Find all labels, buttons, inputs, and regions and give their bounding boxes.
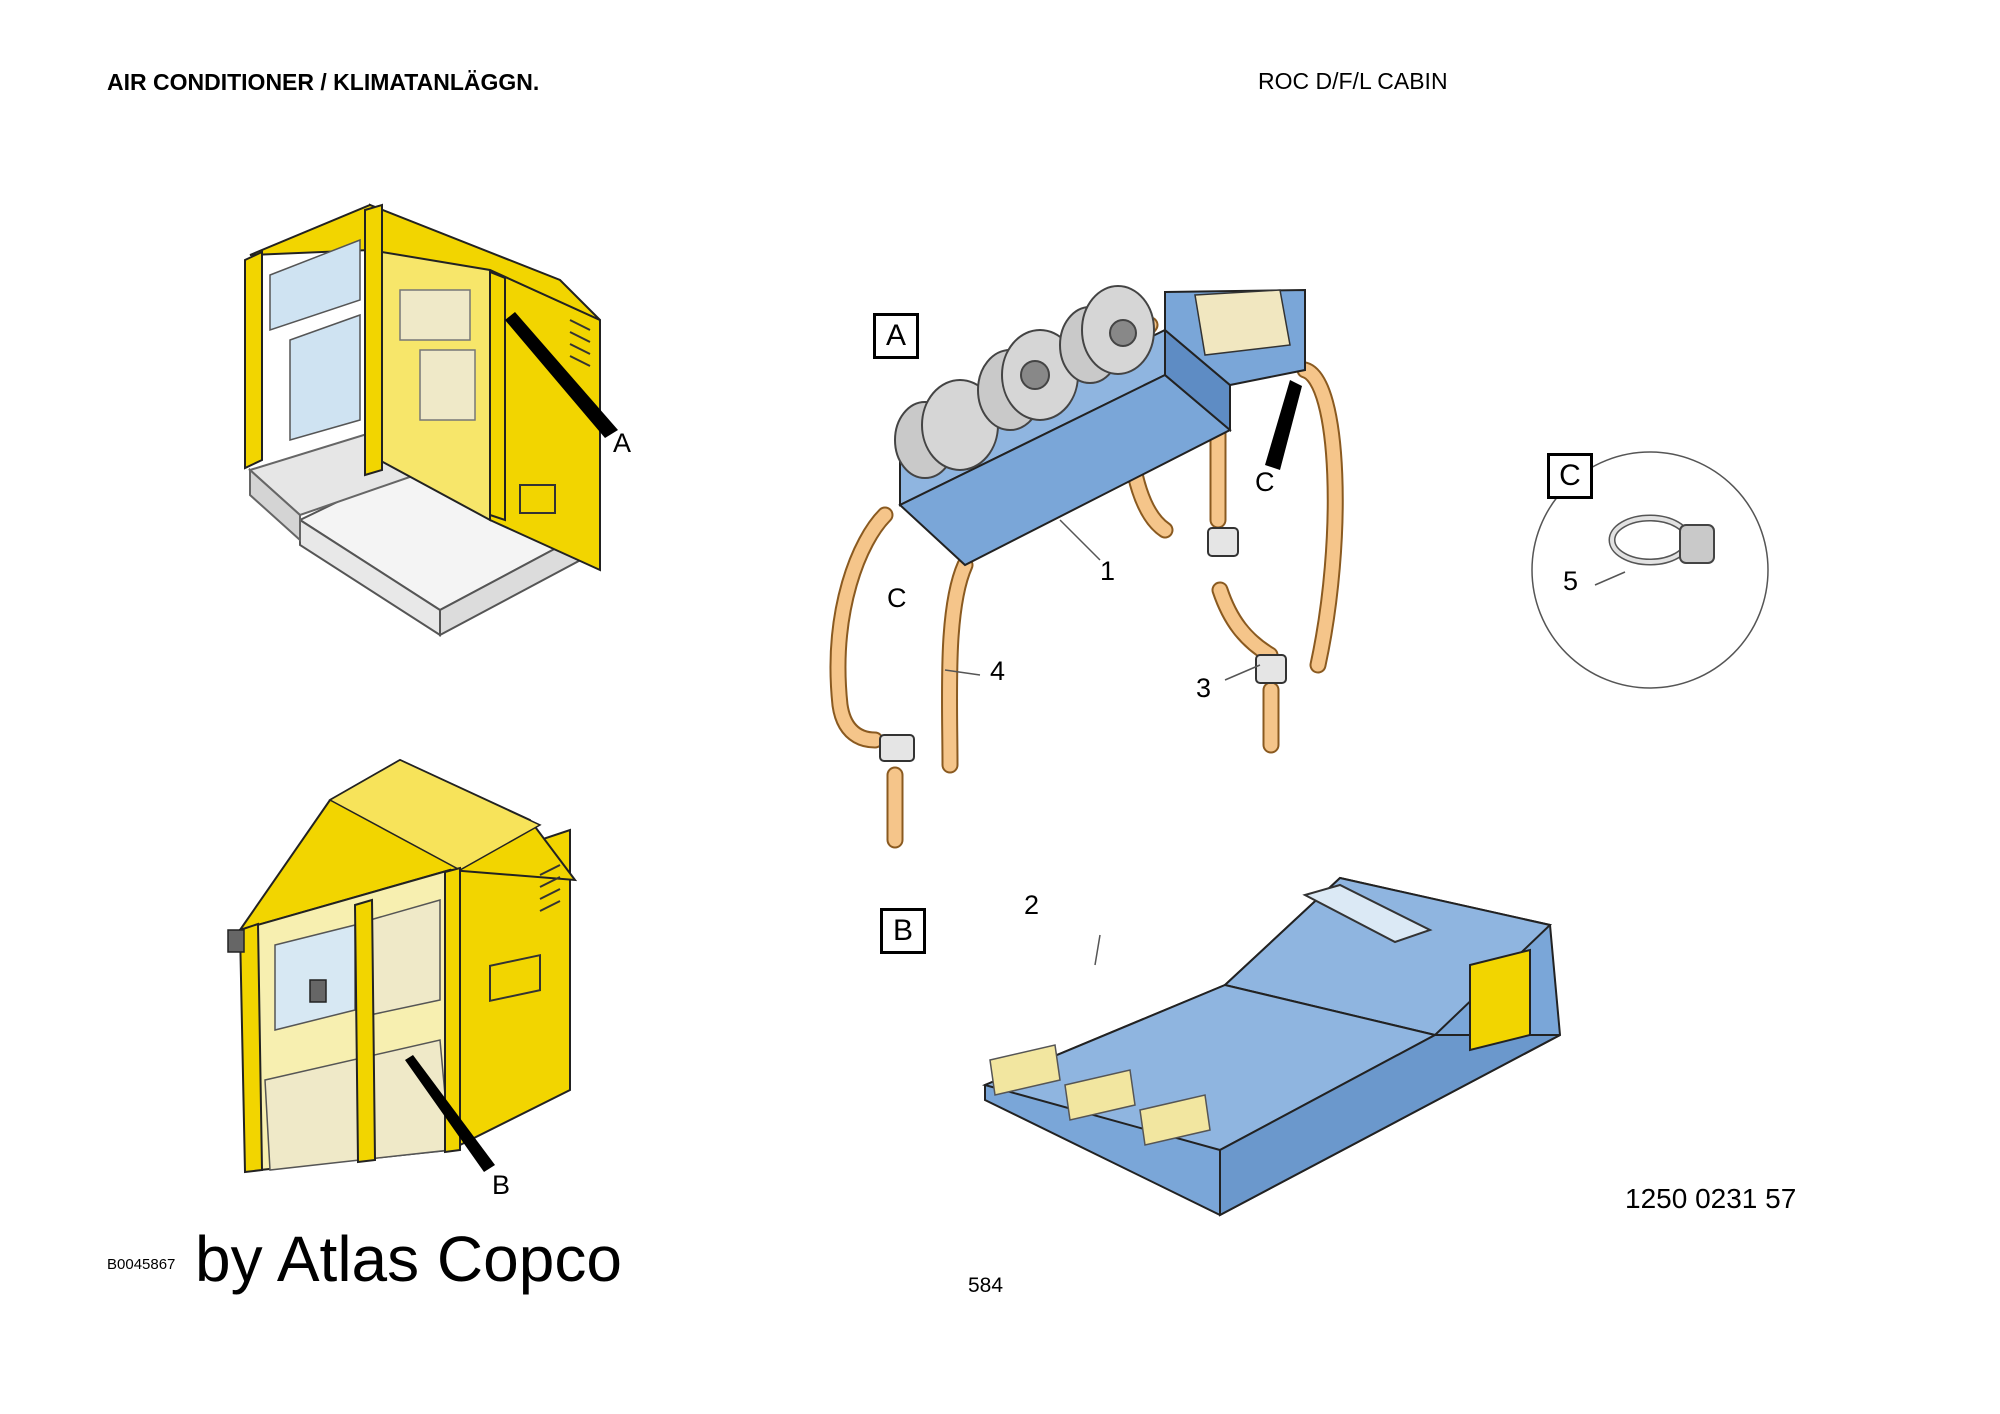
- detail-b-roof-unit: [981, 876, 1562, 1217]
- view-label-b: B: [880, 908, 926, 954]
- part-number-3: 3: [1196, 673, 1212, 703]
- cabin-illustration-top: [244, 203, 618, 637]
- part-number-catalog: 1250 0231 57: [1625, 1183, 1797, 1214]
- part-number-5: 5: [1563, 566, 1579, 596]
- view-label-c: C: [1547, 453, 1593, 499]
- callout-c-left: C: [887, 583, 907, 613]
- page-number: 584: [968, 1274, 1004, 1297]
- view-label-a: A: [873, 313, 919, 359]
- page-title: AIR CONDITIONER / KLIMATANLÄGGN.: [107, 69, 540, 95]
- part-number-1: 1: [1100, 556, 1116, 586]
- callout-a: A: [613, 428, 632, 458]
- part-number-4: 4: [990, 656, 1006, 686]
- credit-text: by Atlas Copco: [195, 1223, 622, 1295]
- page-subtitle: ROC D/F/L CABIN: [1258, 68, 1448, 94]
- detail-c-hose-clamp: [1531, 451, 1769, 689]
- callout-c-right: C: [1255, 467, 1275, 497]
- image-id: B0045867: [107, 1256, 176, 1273]
- cabin-illustration-bottom: [227, 758, 578, 1174]
- part-number-2: 2: [1024, 890, 1040, 920]
- detail-a-ac-unit: [829, 285, 1344, 849]
- callout-b: B: [492, 1170, 511, 1200]
